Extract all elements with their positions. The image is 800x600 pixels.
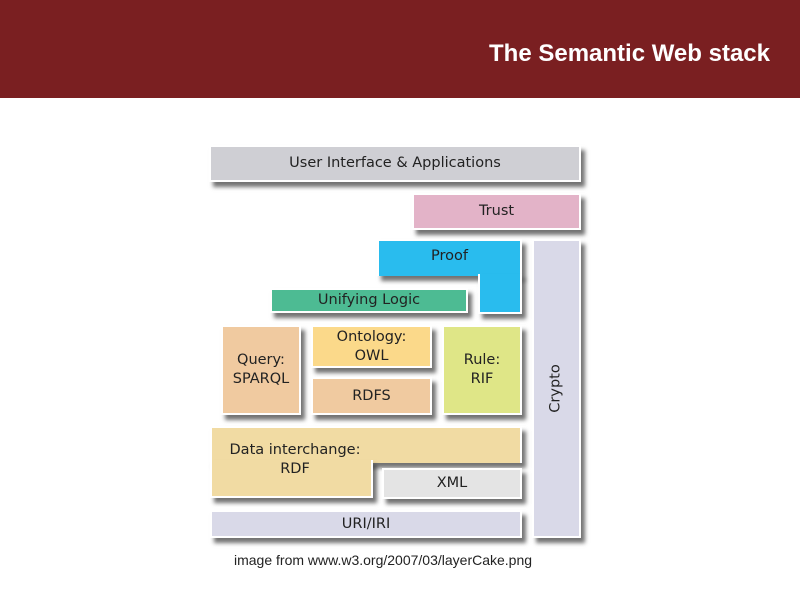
layer-label: XML — [436, 475, 468, 491]
layer-user-interface: User Interface & Applications — [209, 145, 581, 182]
layer-rdfs: RDFS — [311, 377, 432, 415]
layer-label-line2: RDF — [280, 461, 310, 477]
layer-proof-label: Proof — [431, 248, 468, 264]
layer-ontology-owl: Ontology: OWL — [311, 325, 432, 368]
layer-label-line2: OWL — [354, 347, 389, 364]
layer-label-line1: Data interchange: — [229, 442, 361, 458]
layer-proof-bottom — [478, 274, 522, 314]
layer-rdf-label: Data interchange: RDF — [210, 441, 380, 479]
layer-query-sparql: Query: SPARQL — [221, 325, 301, 415]
layer-label-line1: Ontology: — [336, 328, 407, 345]
layer-proof-top — [377, 239, 522, 276]
layer-label-line1: Rule: — [463, 352, 501, 368]
layer-label: RDFS — [352, 387, 391, 404]
layer-label: Crypto — [548, 364, 564, 413]
layer-rdf-bottom — [210, 460, 373, 498]
layer-xml: XML — [382, 468, 522, 499]
layer-trust: Trust — [412, 193, 581, 230]
layer-uri-iri: URI/IRI — [210, 510, 522, 538]
slide-title: The Semantic Web stack — [489, 40, 770, 67]
layer-label: Unifying Logic — [317, 292, 421, 308]
layer-label-line2: SPARQL — [232, 371, 290, 387]
image-caption: image from www.w3.org/2007/03/layerCake.… — [234, 552, 533, 568]
layer-label-line1: Query: — [237, 352, 285, 368]
layer-unifying-logic: Unifying Logic — [270, 288, 468, 313]
layer-label: Trust — [478, 203, 515, 219]
layer-label: User Interface & Applications — [289, 155, 501, 171]
layer-label-line2: RIF — [470, 371, 494, 387]
layer-label: URI/IRI — [341, 515, 391, 532]
slide-header: The Semantic Web stack — [0, 0, 800, 98]
layer-rule-rif: Rule: RIF — [442, 325, 522, 415]
layer-rdf-top — [210, 426, 522, 463]
layer-crypto: Crypto — [532, 239, 581, 538]
